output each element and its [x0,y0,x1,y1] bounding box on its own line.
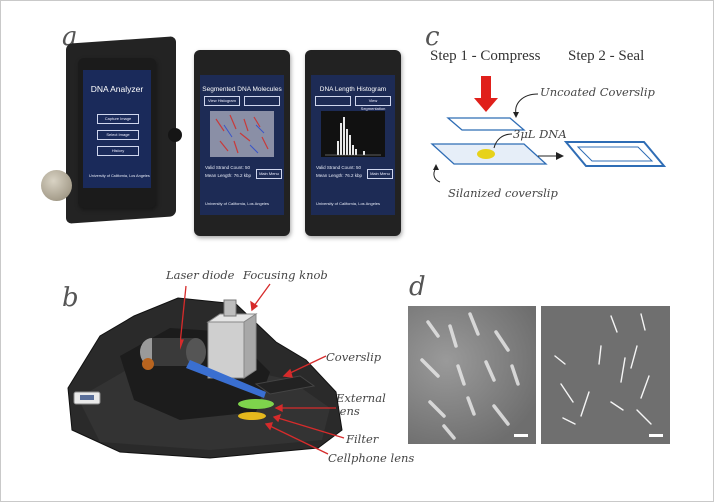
cellphone-lens-label: Cellphone lens [328,451,415,465]
view-segmentation-button[interactable]: View Segmentation [355,96,391,111]
external-lens [238,399,274,409]
focusing-knob-label: Focusing knob [243,268,328,282]
phone-3-main-menu-button[interactable]: Main Menu [367,169,393,179]
uncoated-pointer [515,93,539,115]
laser-beam [186,360,266,398]
filter-label: Filter [346,432,379,446]
phone-3: DNA Length Histogram View Segmentation V… [305,50,401,236]
sealed-coverslip-inner [576,146,654,162]
phone-1: DNA Analyzer Capture Image Select Image … [78,58,156,208]
uncoated-coverslip-label: Uncoated Coverslip [540,85,655,99]
external-lens-label-line1: External [336,391,386,405]
phone-3-screen: DNA Length Histogram View Segmentation V… [311,75,395,215]
focusing-knob [206,299,258,379]
capture-image-button[interactable]: Capture Image [97,114,139,124]
histogram-svg [325,117,381,156]
segmented-dna-micrograph [541,306,670,444]
segmented-image [210,111,274,157]
phone-2-footer: University of California, Los Angeles [205,201,270,206]
view-histogram-button[interactable]: View Histogram [204,96,240,106]
view-histogram-button-disabled [315,96,351,106]
phone-1-screen: DNA Analyzer Capture Image Select Image … [83,70,151,188]
scale-bar-right [649,434,663,437]
phone-2: Segmented DNA Molecules View Histogram V… [194,50,290,236]
select-image-button[interactable]: Select Image [97,130,139,140]
histogram-plot [321,111,385,157]
step-arrow-head [556,152,564,160]
phone-1-title: DNA Analyzer [90,84,144,94]
raw-dna-strands [420,312,520,440]
phone-2-stat-count: Valid Strand Count: 50 [205,165,250,170]
phone-2-main-menu-button[interactable]: Main Menu [256,169,282,179]
coverslip-slot [254,375,316,395]
dna-droplet [477,149,495,159]
dna-volume-label: 3μL DNA [513,127,567,141]
coverslip-diagram [430,76,667,183]
filter [238,412,266,420]
phone-3-title: DNA Length Histogram [319,86,387,93]
panel-label-b: b [62,283,79,313]
silanized-pointer [433,167,441,183]
segmented-image-svg [215,114,269,154]
segmented-dna-strands [554,313,652,425]
device-cutaway [67,297,343,459]
phone-1-footer: University of California, Los Angeles [89,174,150,178]
uncoated-coverslip [446,117,526,131]
scale-bar-left [514,434,528,437]
panel-label-d: d [409,272,426,302]
external-lens-label: External lens [336,392,386,418]
phone-2-title: Segmented DNA Molecules [202,86,282,93]
panel-b-pointers [180,283,345,455]
view-segmentation-button-disabled [244,96,280,106]
attachment-knob [168,128,182,142]
silanized-coverslip-label: Silanized coverslip [448,186,558,200]
phone-2-screen: Segmented DNA Molecules View Histogram V… [200,75,284,215]
dna-pointer [493,133,513,149]
step-2-label: Step 2 - Seal [568,48,645,64]
compress-arrow [474,76,498,112]
phone-3-footer: University of California, Los Angeles [316,201,381,206]
laser-diode-label: Laser diode [166,268,235,282]
history-button[interactable]: History [97,146,139,156]
step-1-label: Step 1 - Compress [430,48,541,64]
external-lens-label-line2: lens [336,404,360,418]
coin [41,170,72,201]
laser-diode [140,338,206,370]
panel-label-c: c [425,22,440,52]
coverslip-label: Coverslip [326,350,382,364]
phone-3-stat-mean: Mean Length: 76.2 kbp [316,173,363,178]
phone-2-stat-mean: Mean Length: 76.2 kbp [205,173,252,178]
phone-3-stat-count: Valid Strand Count: 50 [316,165,361,170]
raw-dna-micrograph [408,306,536,444]
